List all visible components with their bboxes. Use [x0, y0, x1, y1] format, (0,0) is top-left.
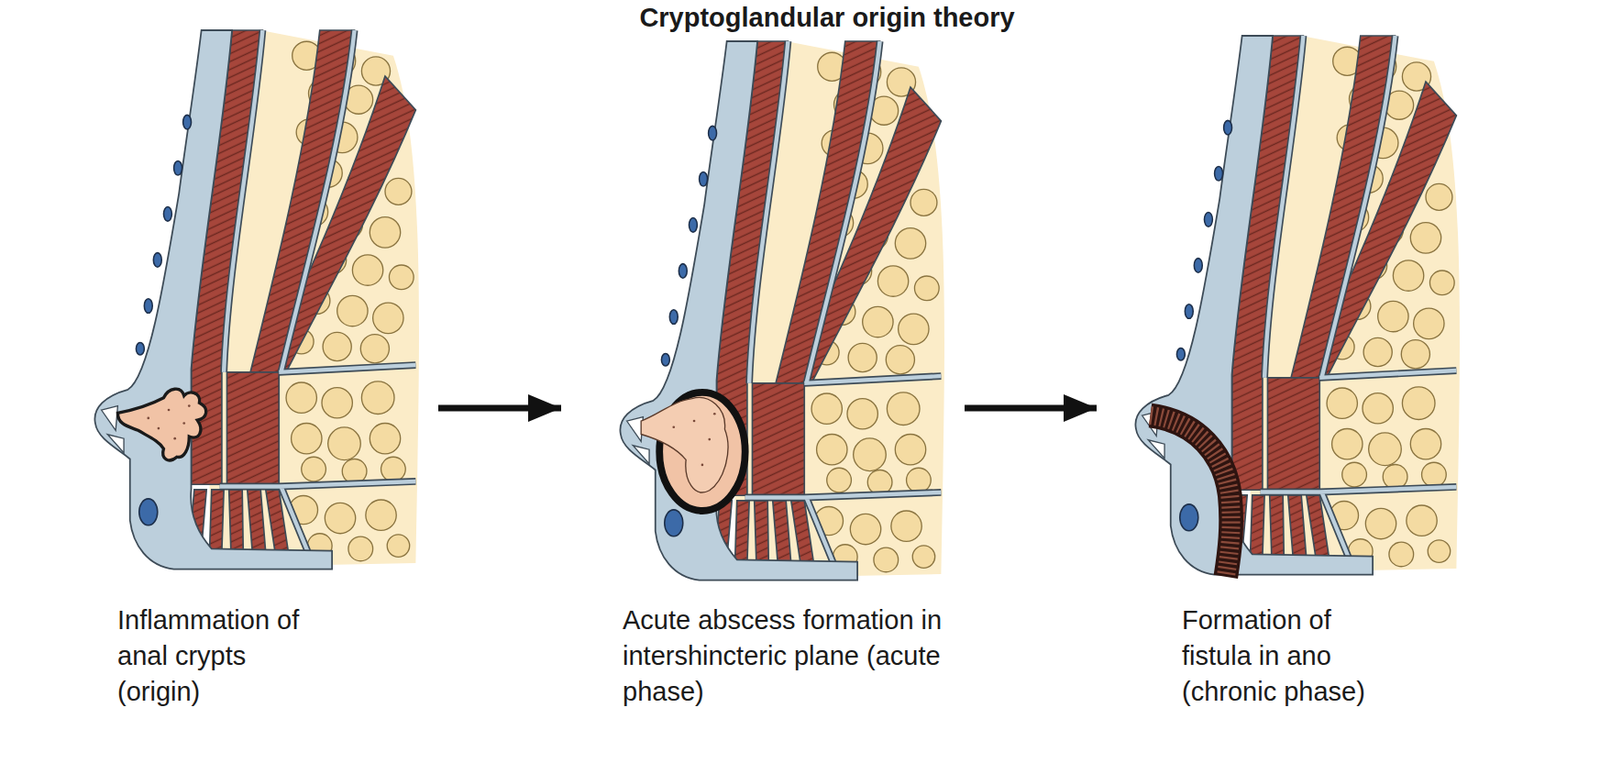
- inflamed-crypt-gland: [117, 388, 206, 461]
- gland-dots: [187, 404, 191, 408]
- panel-crypt-inflammation: [94, 30, 420, 570]
- abscess-dots: [701, 463, 705, 467]
- anatomy-section: [94, 30, 420, 570]
- gland-dots: [182, 421, 186, 425]
- gland-dots: [146, 417, 150, 420]
- fistula-tract-lining: [1149, 415, 1231, 577]
- anatomy-section: [1135, 35, 1460, 575]
- abscess-dots: [672, 412, 716, 466]
- panel-caption: Formation of fistula in ano (chronic pha…: [1181, 602, 1389, 710]
- abscess-dots: [713, 412, 717, 416]
- process-arrow: [964, 405, 1097, 412]
- panel-node: Formation of fistula in ano (chronic pha…: [1096, 30, 1473, 714]
- panel-node: Acute abscess formation in intershincter…: [561, 30, 965, 714]
- panel-caption: Inflammation of anal crypts (origin): [117, 602, 306, 710]
- abscess-dots: [672, 425, 675, 429]
- gland-dots: [167, 408, 171, 412]
- gland-dots: [173, 437, 177, 441]
- anatomy-section: [619, 41, 945, 581]
- gland-dots: [157, 427, 161, 431]
- process-arrow: [438, 405, 562, 412]
- panel-caption: Acute abscess formation in intershincter…: [622, 602, 946, 710]
- abscess-dots: [693, 419, 696, 423]
- gland-dots: [146, 404, 190, 440]
- panel-node: Inflammation of anal crypts (origin): [91, 30, 439, 714]
- abscess-dots: [707, 438, 711, 442]
- fistula-tract: [1149, 415, 1231, 577]
- diagram-title: Cryptoglandular origin theory: [639, 1, 1015, 34]
- abscess-pus: [640, 397, 729, 492]
- panel-fistula: [1135, 35, 1460, 577]
- panel-intersphincteric-abscess: [619, 41, 945, 581]
